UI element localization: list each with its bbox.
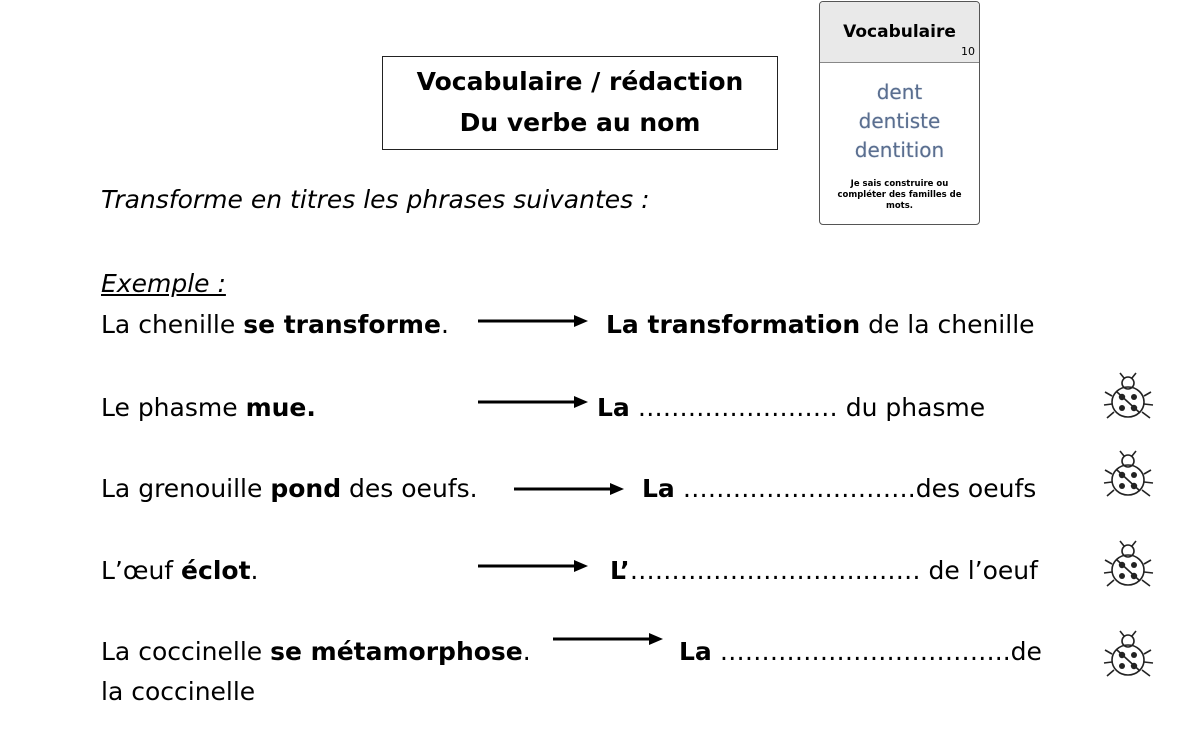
exercise-left-plain: L’œuf <box>101 556 182 585</box>
vocabulary-card: Vocabulaire 10 dent dentiste dentition J… <box>819 1 980 225</box>
card-header: Vocabulaire 10 <box>820 2 979 63</box>
exercise-left-verb: pond <box>270 474 342 503</box>
ladybug-icon <box>1103 450 1154 497</box>
example-label: Exemple : <box>101 269 226 298</box>
example-right-noun: La transformation <box>606 310 861 339</box>
arrow-icon <box>553 632 665 646</box>
ladybug-icon <box>1103 372 1154 419</box>
exercise-left-end: . <box>522 637 531 666</box>
exercise-answer-blank: …………………… du phasme <box>629 393 986 422</box>
ladybug-icon <box>1103 630 1154 677</box>
title-line-1: Vocabulaire / rédaction <box>416 67 744 96</box>
example-left-plain: La chenille <box>101 310 244 339</box>
exercise-3-left: L’œuf éclot. <box>101 555 258 587</box>
exercise-4-left: La coccinelle se métamorphose. <box>101 636 531 668</box>
title-box: Vocabulaire / rédaction Du verbe au nom <box>382 56 778 150</box>
example-left-verb: se transforme <box>243 310 441 339</box>
exercise-answer-blank: ………………………..…… de l’oeuf <box>629 556 1038 585</box>
example-right: La transformation de la chenille <box>606 309 1035 341</box>
exercise-1-right: La …………………… du phasme <box>597 392 985 424</box>
exercise-right-article: La <box>679 637 712 666</box>
exercise-4-continuation: la coccinelle <box>101 677 256 706</box>
exercise-2-right: La ……………………….des oeufs <box>642 473 1036 505</box>
card-skill-statement: Je sais construire ou compléter des fami… <box>837 179 962 211</box>
example-left-end: . <box>440 310 449 339</box>
exercise-left-plain: La grenouille <box>101 474 271 503</box>
exercise-left-plain: La coccinelle <box>101 637 271 666</box>
card-heading: Vocabulaire <box>843 22 956 42</box>
card-word: dentition <box>854 138 945 162</box>
arrow-icon <box>478 314 590 328</box>
exercise-left-plain: Le phasme <box>101 393 246 422</box>
exercise-right-article: La <box>642 474 675 503</box>
exercise-left-verb: éclot <box>181 556 251 585</box>
exercise-1-left: Le phasme mue. <box>101 392 316 424</box>
instruction: Transforme en titres les phrases suivant… <box>101 185 650 214</box>
exercise-left-end: . <box>250 556 259 585</box>
exercise-right-article: La <box>597 393 630 422</box>
exercise-2-left: La grenouille pond des oeufs. <box>101 473 478 505</box>
exercise-3-right: L’………………………..…… de l’oeuf <box>610 555 1038 587</box>
title-line-2: Du verbe au nom <box>459 108 701 137</box>
card-word-list: dent dentiste dentition <box>820 63 979 165</box>
card-word: dent <box>876 80 923 104</box>
exercise-answer-blank: ……………………….des oeufs <box>674 474 1037 503</box>
exercise-left-verb: mue. <box>245 393 316 422</box>
ladybug-icon <box>1103 540 1154 587</box>
arrow-icon <box>514 482 626 496</box>
example-right-plain: de la chenille <box>860 310 1035 339</box>
exercise-4-right: La ……………………………..de <box>679 636 1042 668</box>
arrow-icon <box>478 395 590 409</box>
example-left: La chenille se transforme. <box>101 309 449 341</box>
arrow-icon <box>478 559 590 573</box>
card-word: dentiste <box>858 109 941 133</box>
exercise-left-verb: se métamorphose <box>270 637 523 666</box>
exercise-answer-blank: ……………………………..de <box>711 637 1042 666</box>
exercise-right-article: L’ <box>610 556 630 585</box>
card-number: 10 <box>961 45 975 58</box>
exercise-left-end: des oeufs. <box>341 474 478 503</box>
